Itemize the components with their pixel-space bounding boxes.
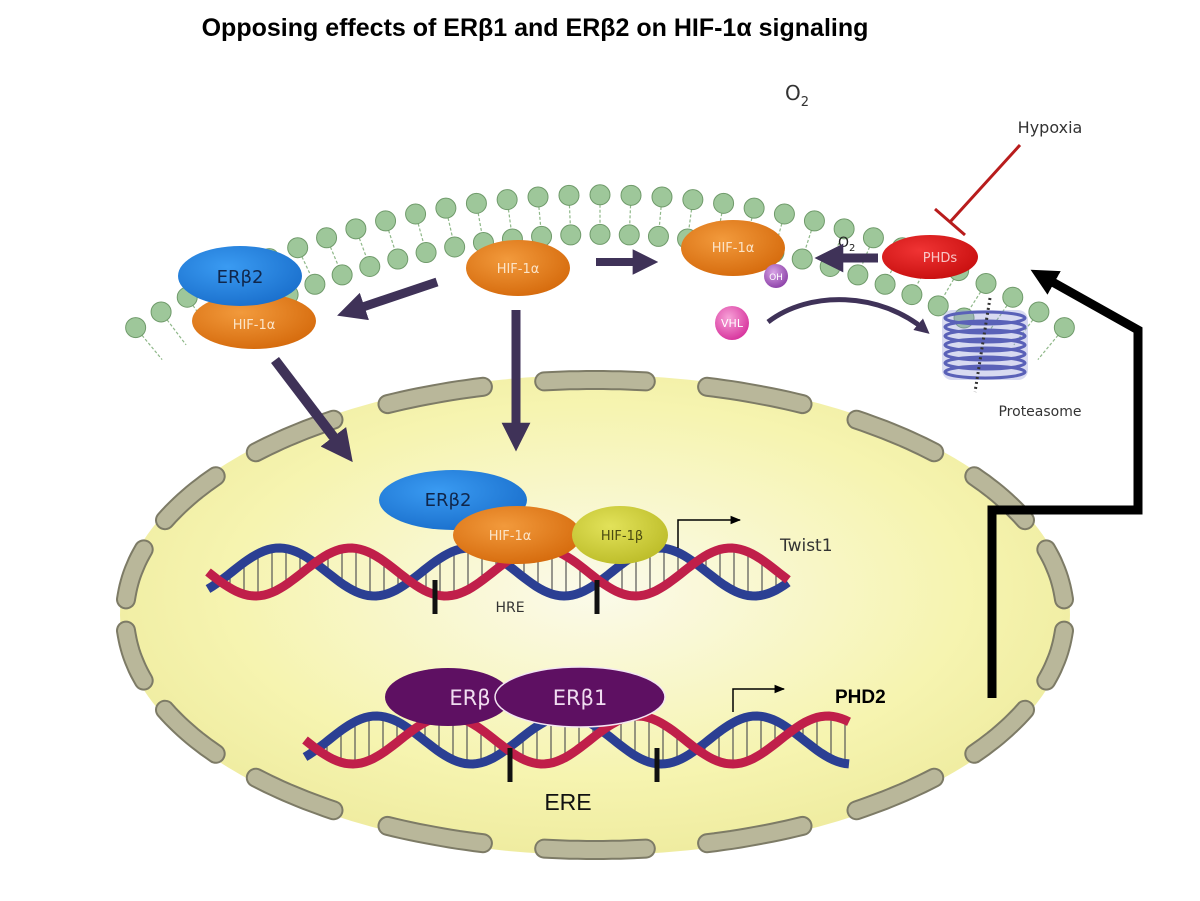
hre-label: HRE <box>495 600 524 616</box>
hif1a-hydroxylated-node <box>681 220 785 276</box>
erb-node <box>385 668 511 726</box>
hif1a-free-node <box>466 240 570 296</box>
erb1-label: ERβ1 <box>553 686 608 710</box>
proteasome <box>942 297 1028 393</box>
hif1a-complex-label: HIF-1α <box>233 318 276 333</box>
phd2-transcription-arrow <box>732 684 786 712</box>
o2-small-label: O2 <box>838 235 855 254</box>
twist1-transcription-arrow <box>677 515 742 548</box>
vhl-label: VHL <box>721 317 744 330</box>
twist1-label: Twist1 <box>779 536 833 556</box>
proteasome-label: Proteasome <box>998 404 1081 420</box>
hif1a-complex-node <box>192 293 316 349</box>
hif1a-nuc-label: HIF-1α <box>489 529 532 544</box>
erb1-node <box>494 666 666 728</box>
phds-node <box>882 235 978 279</box>
vhl-node <box>715 306 749 340</box>
erb2-cyto-node <box>178 246 302 306</box>
diagram-title: Opposing effects of ERβ1 and ERβ2 on HIF… <box>201 14 869 42</box>
oh-group <box>764 264 788 288</box>
inhibition-bar <box>934 207 966 237</box>
arrow-vhl-to-proteasome <box>766 297 930 334</box>
hif1a-free-label: HIF-1α <box>497 262 540 277</box>
phd2-feedback-arrow <box>987 269 1143 698</box>
hif1b-node <box>572 506 668 564</box>
nuclear-envelope <box>116 370 1074 860</box>
erb2-nuc-label: ERβ2 <box>425 490 472 511</box>
erb2-cyto-label: ERβ2 <box>217 267 264 288</box>
hif1a-nuc-node <box>453 506 581 564</box>
ere-label: ERE <box>544 789 591 815</box>
hypoxia-inhibition-line <box>948 143 1022 224</box>
erb-label: ERβ <box>449 686 490 710</box>
phd2-label: PHD2 <box>835 687 886 708</box>
hypoxia-label: Hypoxia <box>1018 118 1083 137</box>
o2-label: O2 <box>785 81 809 110</box>
oh-label: OH <box>769 273 783 283</box>
arrow-complex-to-nucleus <box>271 356 353 463</box>
hif1b-label: HIF-1β <box>601 529 643 544</box>
o2-text: O <box>785 81 801 105</box>
hif1a-hydroxylated-label: HIF-1α <box>712 241 755 256</box>
phds-label: PHDs <box>923 251 958 266</box>
arrow-hif-to-erb2-complex <box>337 277 439 321</box>
nucleus <box>116 370 1074 860</box>
